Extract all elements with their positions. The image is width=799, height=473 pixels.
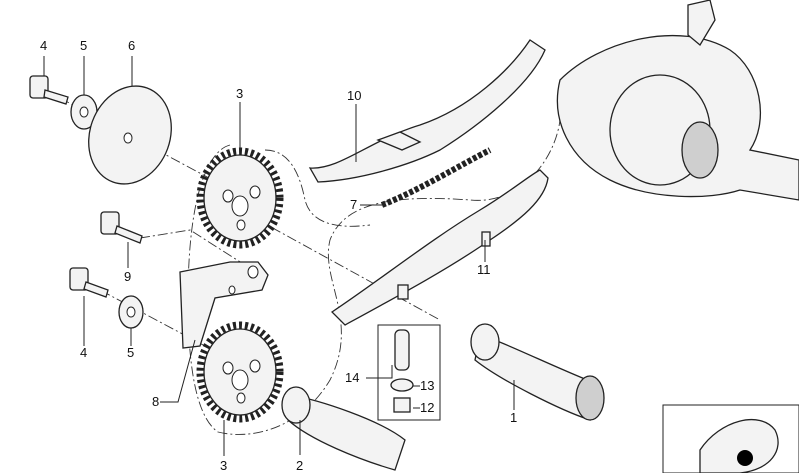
engine-block xyxy=(556,0,799,201)
callout-14: 14 xyxy=(345,370,359,385)
sprocket-upper xyxy=(196,147,284,249)
callout-7: 7 xyxy=(350,197,357,212)
callout-11: 11 xyxy=(477,262,491,277)
leader-lines xyxy=(43,56,515,456)
tensioner-bracket xyxy=(179,261,269,349)
callout-5-upper: 5 xyxy=(80,38,87,53)
assembly-outline-2 xyxy=(264,149,371,227)
callout-1: 1 xyxy=(510,410,517,425)
inset-thumbnail xyxy=(662,404,799,473)
camshaft-1 xyxy=(470,323,605,421)
callout-12: 12 xyxy=(420,400,434,415)
disc-plate xyxy=(88,85,172,185)
callout-2: 2 xyxy=(296,458,303,473)
tensioner-kit-box xyxy=(377,324,441,421)
callout-4-lower: 4 xyxy=(80,345,87,360)
bolt-9 xyxy=(100,211,143,244)
timing-chain xyxy=(380,147,492,208)
guide-rail-10 xyxy=(308,39,546,183)
bolt-lower xyxy=(69,267,109,298)
camshaft-2 xyxy=(281,386,406,471)
tensioner-rail-11 xyxy=(330,169,549,326)
callout-8: 8 xyxy=(152,394,159,409)
sprocket-lower xyxy=(196,321,284,423)
callout-3-upper: 3 xyxy=(236,86,243,101)
callout-6: 6 xyxy=(128,38,135,53)
callout-5-lower: 5 xyxy=(127,345,134,360)
alignment-line-bolt xyxy=(84,281,251,371)
bolt-upper xyxy=(29,75,69,105)
washer-lower xyxy=(118,295,144,329)
callout-9: 9 xyxy=(124,269,131,284)
callout-13: 13 xyxy=(420,378,434,393)
callout-3-lower: 3 xyxy=(220,458,227,473)
callout-10: 10 xyxy=(347,88,361,103)
callout-4-upper: 4 xyxy=(40,38,47,53)
alignment-line-bolt-9 xyxy=(139,229,246,266)
